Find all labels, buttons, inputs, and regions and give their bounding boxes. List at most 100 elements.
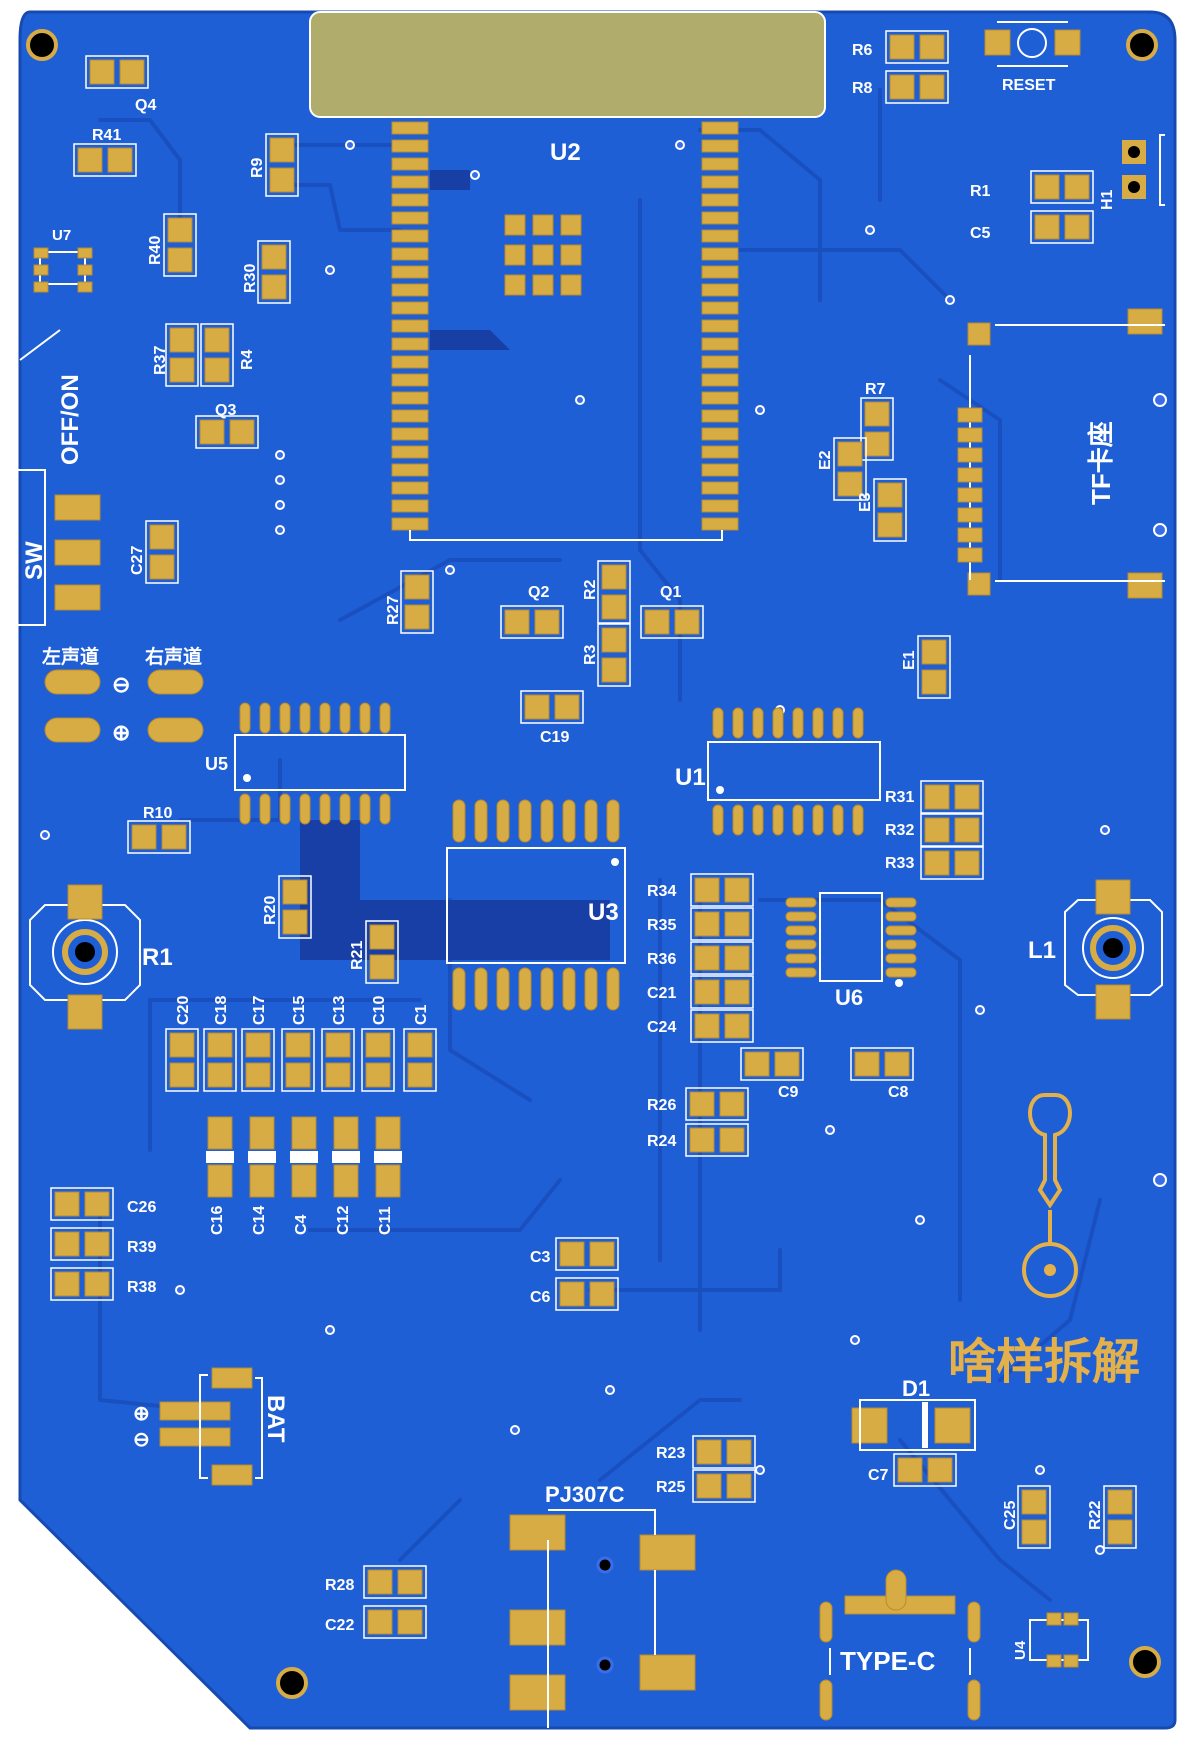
- component-c19: C19: [520, 690, 584, 746]
- ref-label: C10: [371, 996, 388, 1025]
- u4-chip: U4: [1012, 1612, 1089, 1668]
- component-c14: C14: [248, 1116, 276, 1235]
- ref-label: C17: [251, 996, 268, 1025]
- ref-label: C20: [175, 996, 192, 1025]
- ref-label: R22: [1087, 1501, 1104, 1530]
- ref-label: C9: [778, 1084, 799, 1101]
- component-c12: C12: [332, 1116, 360, 1235]
- ref-label: C5: [970, 225, 991, 242]
- tf-pins: [957, 407, 983, 563]
- component-q1: Q1: [640, 584, 704, 639]
- ref-label: R35: [647, 917, 676, 934]
- ref-label: R37: [152, 346, 169, 375]
- component-c26: C26: [50, 1187, 156, 1221]
- component-r38: R38: [50, 1267, 156, 1301]
- ref-label: R34: [647, 883, 676, 900]
- bat-minus-label: ⊖: [133, 1429, 150, 1451]
- component-c6: C6: [530, 1277, 619, 1311]
- u3-label: U3: [588, 899, 619, 926]
- ref-label: R39: [127, 1239, 156, 1256]
- ref-label: R8: [852, 80, 873, 97]
- ref-label: R32: [885, 822, 914, 839]
- ref-label: R6: [852, 42, 873, 59]
- component-c25: C25: [1002, 1485, 1051, 1549]
- ref-label: C14: [251, 1206, 268, 1235]
- ref-label: E2: [817, 450, 834, 470]
- ref-label: C13: [331, 996, 348, 1025]
- component-r1: R1: [970, 170, 1094, 204]
- u2-label: U2: [550, 139, 581, 166]
- ref-label: Q2: [528, 584, 549, 601]
- ref-label: C1: [413, 1004, 430, 1025]
- ref-label: E3: [857, 492, 874, 512]
- type-c-label: TYPE-C: [840, 1646, 936, 1676]
- component-r39: R39: [50, 1227, 156, 1261]
- u7-chip: U7: [33, 227, 93, 293]
- audio-out: 左声道 右声道 ⊖ ⊕: [42, 645, 204, 745]
- component-c4: C4: [290, 1116, 318, 1235]
- ref-label: R24: [647, 1133, 676, 1150]
- ref-label: R31: [885, 789, 914, 806]
- component-q3: Q3: [195, 402, 259, 449]
- component-c22: C22: [325, 1605, 427, 1639]
- minus-label: ⊖: [112, 672, 130, 697]
- ref-label: E1: [901, 650, 918, 670]
- component-r31: R31: [885, 780, 984, 814]
- ref-label: C7: [868, 1467, 889, 1484]
- ref-label: Q3: [215, 402, 236, 419]
- ref-label: R40: [147, 236, 164, 265]
- sw-label: SW: [21, 541, 48, 580]
- u7-label: U7: [52, 227, 71, 244]
- reset-button: RESET: [984, 21, 1081, 94]
- ref-label: R21: [349, 941, 366, 970]
- component-r24: R24: [647, 1123, 749, 1157]
- component-c5: C5: [970, 210, 1094, 244]
- component-c27: C27: [129, 520, 179, 584]
- component-c18: C18: [203, 996, 237, 1092]
- component-c1: C1: [403, 1004, 437, 1092]
- ref-label: R7: [865, 381, 886, 398]
- ref-label: R2: [582, 579, 599, 600]
- ref-label: C19: [540, 729, 569, 746]
- pj307c-jack: PJ307C: [509, 1482, 696, 1728]
- u2-center-pads: [504, 214, 582, 296]
- logo-text: 啥样拆解: [948, 1334, 1140, 1390]
- component-c10: C10: [361, 996, 395, 1092]
- ref-label: Q4: [135, 97, 156, 114]
- component-r27: R27: [385, 570, 434, 634]
- component-r8: R8: [852, 70, 949, 104]
- u2-right-pins: [701, 121, 739, 531]
- ref-label: C4: [293, 1214, 310, 1235]
- u4-label: U4: [1012, 1640, 1029, 1660]
- off-on-label: OFF/ON: [57, 374, 84, 465]
- ref-label: C12: [335, 1206, 352, 1235]
- ref-label: C3: [530, 1249, 551, 1266]
- component-q4: Q4: [85, 55, 156, 114]
- component-r10: R10: [127, 805, 191, 854]
- component-r40: R40: [147, 213, 197, 277]
- h1-label: H1: [1099, 189, 1116, 210]
- component-r9: R9: [249, 133, 299, 197]
- ref-label: R20: [262, 896, 279, 925]
- component-r22: R22: [1087, 1485, 1137, 1549]
- tf-card-socket: TF卡座: [957, 308, 1165, 599]
- r1-pot-label: R1: [142, 944, 173, 971]
- power-switch: SW OFF/ON: [14, 329, 101, 626]
- component-c17: C17: [241, 996, 275, 1092]
- ref-label: R1: [970, 183, 991, 200]
- u2-left-pins: [391, 121, 429, 531]
- component-r34: R34: [647, 873, 754, 907]
- component-r21: R21: [349, 920, 399, 984]
- component-r26: R26: [647, 1087, 749, 1121]
- ref-label: R4: [239, 349, 256, 370]
- ref-label: C24: [647, 1019, 676, 1036]
- bat-plus-label: ⊕: [133, 1403, 150, 1425]
- ref-label: R26: [647, 1097, 676, 1114]
- ref-label: C15: [291, 996, 308, 1025]
- ref-label: C8: [888, 1084, 909, 1101]
- inductor-l1: L1: [1028, 879, 1163, 1020]
- reset-label: RESET: [1002, 77, 1056, 94]
- component-c8: C8: [850, 1047, 914, 1101]
- component-c24: C24: [647, 1009, 754, 1043]
